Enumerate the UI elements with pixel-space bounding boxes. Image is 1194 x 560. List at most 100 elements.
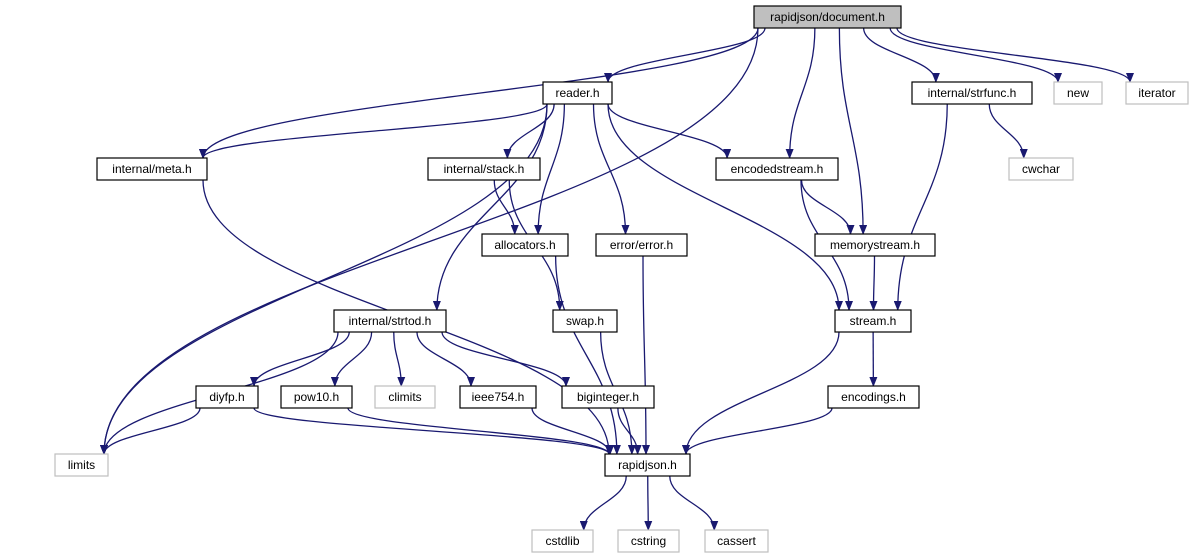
node-document[interactable]: rapidjson/document.h	[753, 5, 902, 29]
edge-document-to-meta	[199, 27, 759, 159]
node-label: internal/strfunc.h	[928, 86, 1017, 100]
node-box	[195, 385, 259, 409]
edge-encodedstream-to-memorystream	[800, 179, 855, 235]
node-label: diyfp.h	[209, 390, 244, 404]
node-box	[561, 385, 655, 409]
node-iterator: iterator	[1125, 81, 1189, 105]
node-limits: limits	[54, 453, 109, 477]
edge-error-to-rapidjson	[641, 255, 650, 455]
node-new: new	[1053, 81, 1103, 105]
node-ieee754[interactable]: ieee754.h	[459, 385, 537, 409]
node-label: reader.h	[555, 86, 599, 100]
node-label: cstdlib	[545, 534, 579, 548]
node-box	[814, 233, 936, 257]
node-error[interactable]: error/error.h	[595, 233, 688, 257]
node-label: biginteger.h	[577, 390, 639, 404]
node-label: iterator	[1138, 86, 1175, 100]
node-biginteger[interactable]: biginteger.h	[561, 385, 655, 409]
node-label: ieee754.h	[472, 390, 525, 404]
node-label: error/error.h	[610, 238, 673, 252]
node-climits: climits	[374, 385, 436, 409]
node-label: new	[1067, 86, 1089, 100]
edge-reader-to-error	[592, 103, 630, 235]
node-box	[459, 385, 537, 409]
node-box	[280, 385, 353, 409]
node-strtod[interactable]: internal/strtod.h	[333, 309, 447, 333]
node-box	[753, 5, 902, 29]
node-strfunc[interactable]: internal/strfunc.h	[911, 81, 1033, 105]
node-swap[interactable]: swap.h	[552, 309, 618, 333]
node-cwchar: cwchar	[1008, 157, 1074, 181]
node-box	[617, 529, 680, 553]
node-box	[542, 81, 613, 105]
node-label: pow10.h	[294, 390, 339, 404]
node-box	[1125, 81, 1189, 105]
node-cstring: cstring	[617, 529, 680, 553]
node-box	[1008, 157, 1074, 181]
node-reader[interactable]: reader.h	[542, 81, 613, 105]
node-encodedstream[interactable]: encodedstream.h	[715, 157, 839, 181]
node-box	[715, 157, 839, 181]
node-diyfp[interactable]: diyfp.h	[195, 385, 259, 409]
edge-allocators-to-rapidjson	[554, 255, 621, 455]
node-box	[595, 233, 688, 257]
node-meta[interactable]: internal/meta.h	[96, 157, 208, 181]
node-box	[552, 309, 618, 333]
node-pow10[interactable]: pow10.h	[280, 385, 353, 409]
node-allocators[interactable]: allocators.h	[481, 233, 569, 257]
node-box	[604, 453, 691, 477]
edge-memorystream-to-stream	[869, 255, 878, 311]
edge-reader-to-stream	[607, 103, 843, 311]
node-label: internal/meta.h	[112, 162, 191, 176]
edge-document-to-reader	[604, 27, 766, 83]
edge-strtod-to-biginteger	[441, 331, 570, 387]
edge-reader-to-strtod	[432, 103, 548, 311]
node-label: internal/stack.h	[444, 162, 525, 176]
node-label: rapidjson.h	[618, 458, 677, 472]
node-label: internal/strtod.h	[349, 314, 432, 328]
node-label: stream.h	[850, 314, 897, 328]
node-stack[interactable]: internal/stack.h	[427, 157, 541, 181]
node-box	[96, 157, 208, 181]
edge-encodings-to-rapidjson	[682, 407, 833, 455]
edge-document-to-new	[889, 27, 1062, 83]
edge-document-to-memorystream	[838, 27, 868, 235]
edge-pow10-to-rapidjson	[347, 407, 613, 455]
node-label: encodings.h	[841, 390, 906, 404]
edge-strtod-to-climits	[393, 331, 406, 387]
node-label: rapidjson/document.h	[770, 10, 885, 24]
edges-layer	[100, 27, 1134, 531]
node-box	[374, 385, 436, 409]
node-box	[1053, 81, 1103, 105]
node-encodings[interactable]: encodings.h	[827, 385, 920, 409]
node-box	[333, 309, 447, 333]
node-cstdlib: cstdlib	[531, 529, 594, 553]
edge-rapidjson-to-cassert	[669, 475, 719, 531]
node-label: memorystream.h	[830, 238, 920, 252]
edge-reader-to-meta	[199, 103, 548, 159]
edge-biginteger-to-rapidjson	[617, 407, 642, 455]
nodes-layer: rapidjson/document.h reader.h internal/str…	[54, 5, 1189, 553]
edge-document-to-encodedstream	[785, 27, 816, 159]
node-box	[911, 81, 1033, 105]
node-box	[827, 385, 920, 409]
node-label: cassert	[717, 534, 756, 548]
node-label: cstring	[631, 534, 666, 548]
node-rapidjson[interactable]: rapidjson.h	[604, 453, 691, 477]
edge-diyfp-to-limits	[100, 407, 201, 455]
edge-strtod-to-ieee754	[416, 331, 475, 387]
edge-strfunc-to-cwchar	[988, 103, 1028, 159]
node-box	[834, 309, 912, 333]
node-box	[427, 157, 541, 181]
node-stream[interactable]: stream.h	[834, 309, 912, 333]
node-label: allocators.h	[494, 238, 555, 252]
edge-reader-to-allocators	[534, 103, 566, 235]
edge-ieee754-to-rapidjson	[531, 407, 615, 455]
node-box	[481, 233, 569, 257]
node-memorystream[interactable]: memorystream.h	[814, 233, 936, 257]
edge-stack-to-allocators	[493, 179, 519, 235]
node-label: cwchar	[1022, 162, 1060, 176]
node-box	[531, 529, 594, 553]
edge-strtod-to-diyfp	[250, 331, 350, 387]
